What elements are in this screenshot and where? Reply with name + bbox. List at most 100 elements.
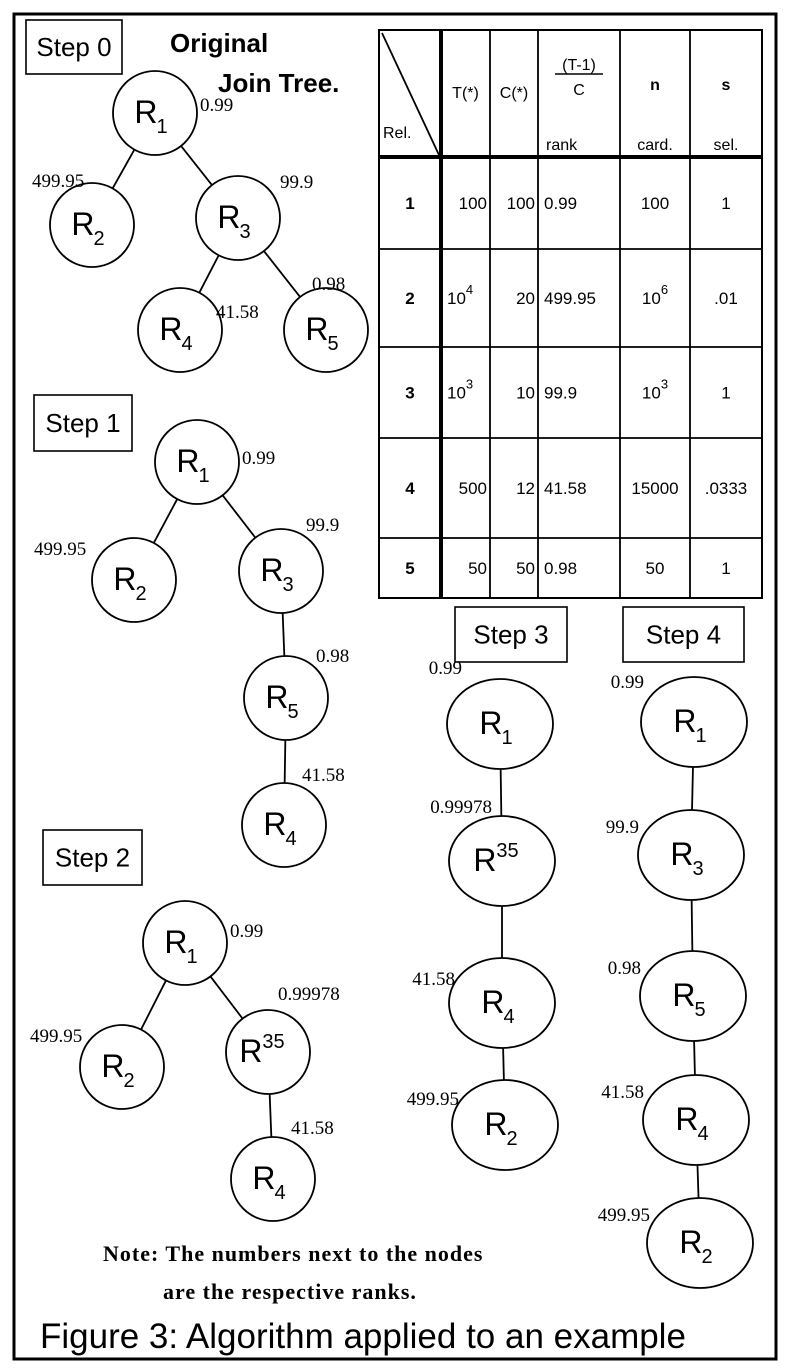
- edge-r1-r3: [180, 145, 213, 186]
- header-C: C(*): [500, 85, 528, 102]
- cell-n: 100: [641, 194, 669, 213]
- cell-rank: 99.9: [544, 384, 577, 403]
- node-circle: [241, 782, 327, 868]
- header-n: n: [650, 77, 660, 94]
- edge-r1-r2: [140, 980, 167, 1030]
- cell-T: 103: [447, 377, 473, 403]
- node-r1: R10.99: [429, 658, 554, 770]
- edge-r3-r5: [690, 899, 694, 952]
- rank-label: 0.98: [608, 958, 641, 979]
- rank-label: 0.99: [429, 658, 462, 679]
- node-circle: [448, 815, 556, 907]
- node-circle: [49, 182, 135, 268]
- edge-r1-r2: [111, 149, 136, 189]
- rank-label: 0.99978: [278, 984, 340, 1005]
- node-r1: R10.99: [154, 419, 275, 505]
- header-T: T(*): [452, 85, 479, 102]
- cell-rel: 3: [405, 384, 414, 403]
- node-r5: R50.98: [243, 646, 349, 741]
- step-label-box: [622, 606, 745, 663]
- rank-label: 41.58: [291, 1118, 334, 1139]
- step-label: Step 2: [55, 843, 130, 873]
- node-r1: R10.99: [112, 70, 233, 156]
- node-circle: [639, 950, 747, 1042]
- node-circle: [230, 1136, 316, 1222]
- figure-caption: Figure 3: Algorithm applied to an exampl…: [40, 1317, 686, 1356]
- edge-r1-r3: [221, 494, 257, 539]
- cell-C: 20: [516, 289, 535, 308]
- step-label: Step 4: [646, 620, 721, 650]
- cell-rank: 0.98: [544, 559, 577, 578]
- node-circle: [451, 1079, 559, 1171]
- cell-rank: 499.95: [544, 289, 596, 308]
- step-label: Step 1: [45, 408, 120, 438]
- edge-r5-r4: [693, 1040, 696, 1076]
- rank-label: 0.99978: [430, 797, 492, 818]
- cell-rel: 5: [405, 559, 414, 578]
- figure-frame: [12, 12, 778, 1361]
- header-rank-label: rank: [546, 137, 578, 154]
- cell-rel: 4: [405, 479, 415, 498]
- cell-C: 12: [516, 479, 535, 498]
- node-circle: [642, 1074, 750, 1166]
- edge-r1-r2: [152, 498, 179, 544]
- edge-r3-r4: [198, 254, 220, 294]
- cell-s: 1: [721, 194, 730, 213]
- corner-label: Rel.: [383, 125, 411, 142]
- cell-s: 1: [721, 384, 730, 403]
- title-line-1: Original: [170, 28, 268, 58]
- node-circle: [238, 528, 324, 614]
- title-line-2: Join Tree.: [218, 68, 339, 98]
- rank-label: 499.95: [34, 539, 86, 560]
- rank-label: 99.9: [306, 515, 339, 536]
- edge-r4-r2: [502, 1047, 505, 1081]
- step-label-box: [42, 829, 143, 886]
- step-label-box: [454, 606, 568, 663]
- edge-r3-r5: [281, 612, 286, 657]
- node-r35: R35 0.99978: [430, 797, 556, 907]
- node-circle: [142, 900, 228, 986]
- node-circle: [112, 70, 198, 156]
- cell-n: 15000: [631, 479, 678, 498]
- cell-n: 103: [642, 377, 668, 403]
- edge-r4-r2: [696, 1164, 700, 1199]
- edge-r5-r4: [283, 739, 287, 784]
- node-label: R35: [473, 840, 518, 878]
- rank-label: 0.99: [200, 95, 233, 116]
- rank-label: 499.95: [32, 171, 84, 192]
- header-sel-label: sel.: [714, 137, 739, 154]
- header-s: s: [722, 77, 731, 94]
- rank-label: 99.9: [280, 172, 313, 193]
- rank-label: 0.98: [316, 646, 349, 667]
- rank-label: 499.95: [407, 1089, 459, 1110]
- rank-label: 0.99: [230, 921, 263, 942]
- cell-rank: 0.99: [544, 194, 577, 213]
- node-circle: [195, 175, 281, 261]
- rank-label: 499.95: [30, 1026, 82, 1047]
- cell-n: 106: [642, 282, 668, 308]
- rank-label: 0.99: [611, 672, 644, 693]
- cell-s: .01: [714, 289, 738, 308]
- rank-label: 41.58: [302, 765, 345, 786]
- header-card-label: card.: [637, 137, 673, 154]
- node-circle: [137, 287, 223, 373]
- node-circle: [79, 1024, 165, 1110]
- cell-C: 10: [516, 384, 535, 403]
- header-rank-denominator: C: [573, 82, 585, 99]
- cell-T: 100: [459, 194, 487, 213]
- rank-label: 41.58: [601, 1082, 644, 1103]
- cell-T: 50: [468, 559, 487, 578]
